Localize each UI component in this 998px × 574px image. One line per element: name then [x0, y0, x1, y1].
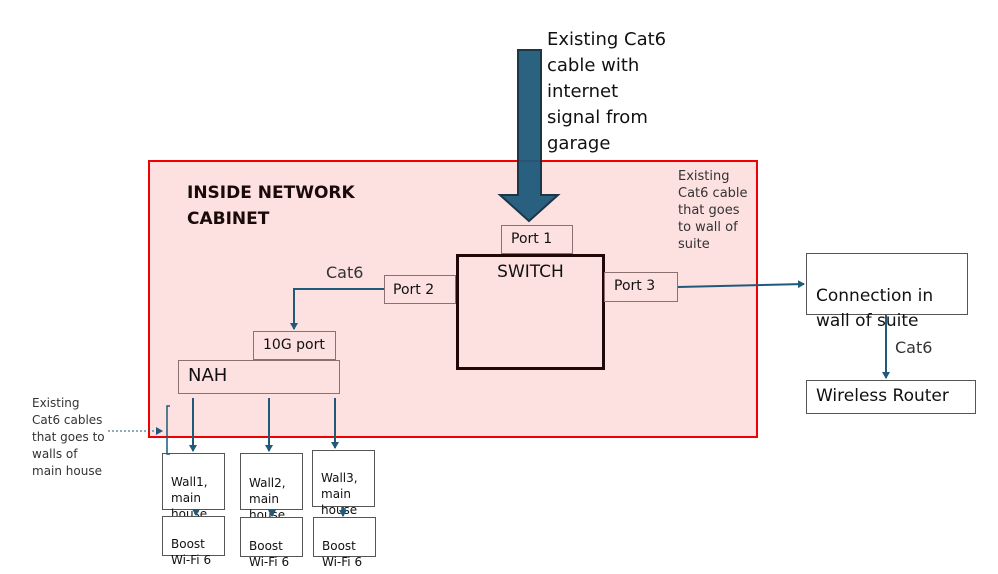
boost-3-box: Boost Wi-Fi 6	[313, 517, 376, 569]
nah-10g-port: 10G port	[253, 331, 336, 360]
switch-port-1: Port 1	[501, 225, 573, 254]
wireless-router-label: Wireless Router	[816, 386, 949, 406]
nah-label: NAH	[188, 365, 228, 386]
switch-label: SWITCH	[497, 262, 564, 282]
nah-port-label: 10G port	[263, 337, 325, 353]
switch-port-2: Port 2	[384, 275, 456, 304]
boost-1-label: Boost Wi-Fi 6	[171, 537, 212, 567]
port2-to-nah-wire	[290, 288, 384, 330]
switch-port-3: Port 3	[604, 272, 678, 302]
cabinet-title: INSIDE NETWORK CABINET	[187, 183, 355, 229]
suite-cable-label: Cat6	[895, 338, 933, 357]
boost-2-label: Boost Wi-Fi 6	[249, 539, 290, 569]
incoming-cable-label: Existing Cat6 cable with internet signal…	[547, 29, 667, 154]
main-house-cables-bracket	[166, 405, 170, 455]
port-2-label: Port 2	[393, 282, 435, 298]
nah-device: NAH	[178, 360, 340, 394]
boost-1-box: Boost Wi-Fi 6	[162, 516, 225, 567]
switch: SWITCH	[456, 254, 605, 370]
port2-cable-label: Cat6	[326, 263, 364, 282]
suite-wall-connection: Connection in wall of suite	[806, 253, 968, 331]
port-1-label: Port 1	[511, 231, 553, 247]
incoming-cable-arrow	[497, 49, 561, 223]
boost-3-label: Boost Wi-Fi 6	[322, 539, 363, 569]
port3-to-suite-wire	[677, 280, 805, 289]
wall-3-box: Wall3, main house	[312, 450, 375, 517]
wireless-router: Wireless Router	[806, 380, 976, 414]
port-3-label: Port 3	[614, 278, 656, 294]
main-house-cable-note: Existing Cat6 cables that goes to walls …	[32, 396, 105, 478]
suite-connection-label: Connection in wall of suite	[816, 286, 934, 331]
boost-2-box: Boost Wi-Fi 6	[240, 517, 303, 569]
suite-cable-note: Existing Cat6 cable that goes to wall of…	[678, 169, 748, 252]
